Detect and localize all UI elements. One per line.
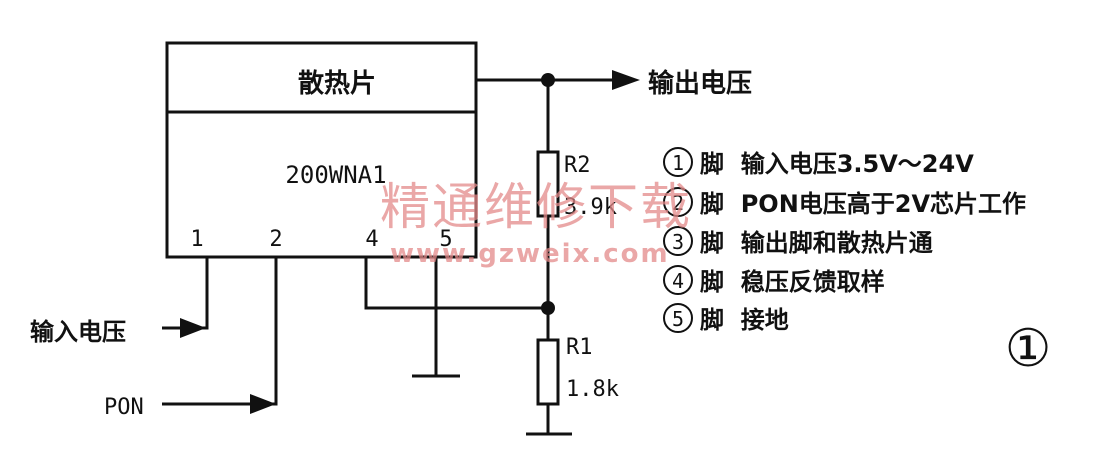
note-2-num: 2 <box>672 191 684 215</box>
output-voltage-label: 输出电压 <box>648 68 752 99</box>
r1-name: R1 <box>566 335 593 360</box>
heatsink-label: 散热片 <box>298 69 376 99</box>
note-4-num: 4 <box>672 269 684 293</box>
input-voltage-label: 输入电压 <box>30 318 126 346</box>
note-1-text: 脚 输入电压3.5V～24V <box>700 150 974 178</box>
note-3-text: 脚 输出脚和散热片通 <box>700 229 933 257</box>
pin-label-2: 2 <box>269 227 282 252</box>
chip-model-label: 200WNA1 <box>285 161 386 189</box>
watermark-cn: 精通维修下载 <box>380 178 692 236</box>
note-4-circle <box>663 265 693 295</box>
pon-arrow <box>250 394 276 414</box>
pon-label: PON <box>104 395 144 420</box>
chip-body <box>165 41 478 259</box>
note-2-circle <box>663 187 693 217</box>
pin-label-4: 4 <box>365 227 378 252</box>
note-5-text: 脚 接地 <box>700 306 789 334</box>
pin1-input-wire <box>162 257 209 330</box>
r2-name: R2 <box>564 153 591 178</box>
note-5-num: 5 <box>672 307 684 331</box>
pin-label-1: 1 <box>190 227 203 252</box>
input-arrow <box>180 318 206 338</box>
r1-value: 1.8k <box>566 377 619 402</box>
pin-notes: 1 脚 输入电压3.5V～24V 2 脚 PON电压高于2V芯片工作 3 脚 输… <box>663 147 1026 334</box>
note-5-circle <box>663 303 693 333</box>
pin-label-5: 5 <box>439 227 452 252</box>
note-3-num: 3 <box>672 230 684 254</box>
note-3-circle <box>663 226 693 256</box>
output-arrow <box>612 70 640 90</box>
note-4-text: 脚 稳压反馈取样 <box>700 268 885 296</box>
note-2-text: 脚 PON电压高于2V芯片工作 <box>700 190 1026 218</box>
pin2-pon-wire <box>162 257 278 406</box>
watermark-url: www.gzweix.com <box>390 239 670 269</box>
r1-resistor <box>536 338 560 406</box>
note-1-num: 1 <box>672 151 684 175</box>
note-1-circle <box>663 147 693 177</box>
pin4-feedback-wire <box>364 257 548 310</box>
figure-number: ① <box>1005 319 1052 379</box>
r2-value: 3.9k <box>564 195 617 220</box>
